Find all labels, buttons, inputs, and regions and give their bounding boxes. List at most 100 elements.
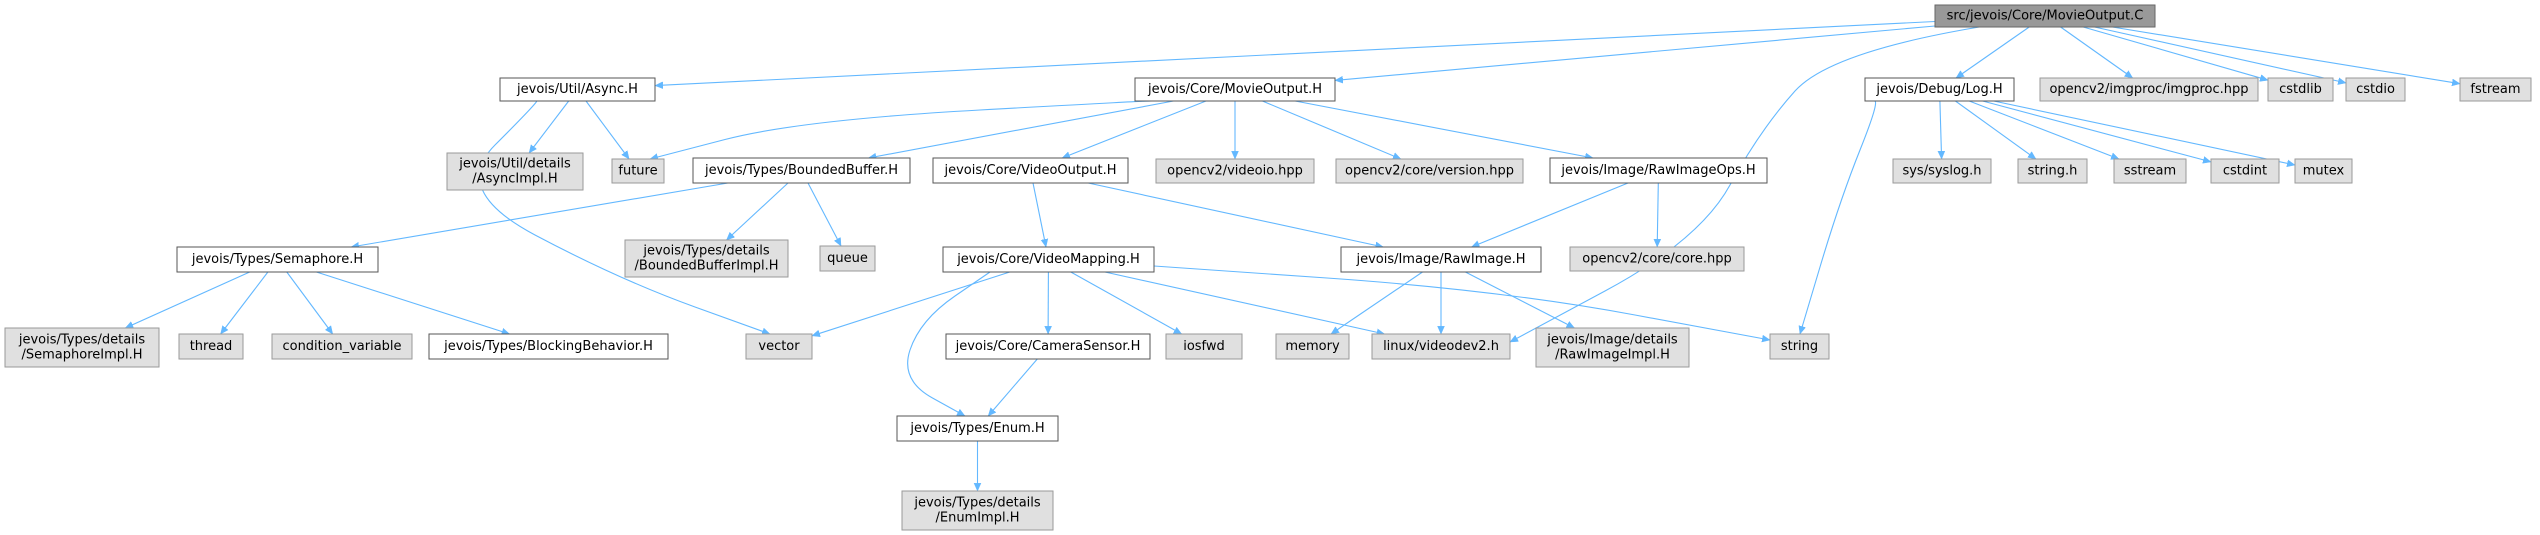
node-label: memory xyxy=(1285,339,1340,354)
edge-util-async-h-to-future xyxy=(585,100,630,159)
node-core-movieoutput-h[interactable]: jevois/Core/MovieOutput.H xyxy=(1134,77,1336,102)
node-box xyxy=(2267,77,2334,102)
edge-semaphore-h-to-blockingbehavior-h xyxy=(316,271,509,334)
node-opencv-videoio: opencv2/videoio.hpp xyxy=(1155,158,1315,184)
edge-camerasensor-h-to-enum-h xyxy=(987,358,1038,416)
node-label: jevois/Core/VideoOutput.H xyxy=(944,163,1117,178)
node-string: string xyxy=(1769,333,1830,360)
node-rawimageops-h[interactable]: jevois/Image/RawImageOps.H xyxy=(1549,157,1768,184)
node-box xyxy=(2039,77,2259,102)
node-linux-videodev2: linux/videodev2.h xyxy=(1371,333,1511,360)
node-label: jevois/Util/details xyxy=(458,157,571,172)
node-box xyxy=(611,158,665,184)
node-label: jevois/Types/Enum.H xyxy=(909,421,1044,436)
node-cstdlib: cstdlib xyxy=(2267,77,2334,102)
edge-debug-log-h-to-sstream xyxy=(1969,100,2119,159)
node-label: jevois/Core/VideoMapping.H xyxy=(956,252,1140,267)
edge-videomapping-h-to-string xyxy=(1153,265,1770,340)
node-box xyxy=(1335,158,1524,184)
node-label: string.h xyxy=(2028,164,2078,179)
node-box xyxy=(2210,158,2280,184)
node-label: condition_variable xyxy=(282,339,401,354)
node-string-h: string.h xyxy=(2017,158,2088,184)
node-box xyxy=(745,333,813,360)
edge-boundedbuffer-h-to-queue xyxy=(807,182,842,246)
node-boundedbuffer-h[interactable]: jevois/Types/BoundedBuffer.H xyxy=(692,157,911,184)
node-asyncimpl-h: jevois/Util/details/AsyncImpl.H xyxy=(446,152,584,191)
node-box xyxy=(1340,246,1542,273)
node-queue: queue xyxy=(819,245,876,272)
node-label: /RawImageImpl.H xyxy=(1555,348,1670,363)
node-opencv-imgproc: opencv2/imgproc/imgproc.hpp xyxy=(2039,77,2259,102)
edge-semaphore-h-to-semaphoreimpl-h xyxy=(125,271,250,329)
edge-movieoutput-c-to-core-movieoutput-h xyxy=(1335,25,1936,80)
node-box xyxy=(2345,77,2406,102)
node-rawimage-h[interactable]: jevois/Image/RawImage.H xyxy=(1340,246,1542,273)
node-box xyxy=(271,333,413,360)
node-movieoutput-c[interactable]: src/jevois/Core/MovieOutput.C xyxy=(1934,4,2156,28)
node-label: src/jevois/Core/MovieOutput.C xyxy=(1947,9,2144,24)
node-label: jevois/Image/details xyxy=(1546,333,1678,348)
node-box xyxy=(896,415,1059,442)
node-box xyxy=(1134,77,1336,102)
node-label: sys/syslog.h xyxy=(1902,164,1981,179)
node-box xyxy=(1549,157,1768,184)
edge-core-movieoutput-h-to-opencv-version xyxy=(1262,100,1401,160)
node-label: fstream xyxy=(2470,82,2520,97)
node-box xyxy=(2017,158,2088,184)
node-opencv-version: opencv2/core/version.hpp xyxy=(1335,158,1524,184)
node-label: opencv2/core/version.hpp xyxy=(1345,164,1514,179)
node-box xyxy=(1275,333,1350,360)
node-box xyxy=(1892,158,1992,184)
edge-debug-log-h-to-string xyxy=(1800,100,1877,334)
node-label: mutex xyxy=(2303,164,2345,179)
node-box xyxy=(428,333,669,360)
edge-videomapping-h-to-enum-h xyxy=(907,271,991,417)
node-label: sstream xyxy=(2124,164,2176,179)
node-box xyxy=(624,239,789,278)
node-videooutput-h[interactable]: jevois/Core/VideoOutput.H xyxy=(932,157,1129,184)
node-box xyxy=(945,333,1151,360)
node-label: jevois/Util/Async.H xyxy=(516,82,638,97)
node-blockingbehavior-h[interactable]: jevois/Types/BlockingBehavior.H xyxy=(428,333,669,360)
node-label: jevois/Debug/Log.H xyxy=(1875,82,2002,97)
edge-rawimageops-h-to-opencv-core xyxy=(1657,182,1658,247)
node-label: iosfwd xyxy=(1183,339,1225,354)
node-label: linux/videodev2.h xyxy=(1383,339,1499,354)
node-label: thread xyxy=(190,339,233,354)
edge-rawimage-h-to-memory xyxy=(1331,271,1423,335)
node-box xyxy=(901,490,1054,531)
edge-core-movieoutput-h-to-boundedbuffer-h xyxy=(868,100,1174,158)
node-camerasensor-h[interactable]: jevois/Core/CameraSensor.H xyxy=(945,333,1151,360)
edge-movieoutput-c-to-linux-videodev2 xyxy=(1510,26,1980,343)
node-label: jevois/Types/details xyxy=(913,496,1041,511)
edge-videooutput-h-to-rawimage-h xyxy=(1088,182,1383,247)
node-label: opencv2/imgproc/imgproc.hpp xyxy=(2049,82,2248,97)
node-label: jevois/Core/CameraSensor.H xyxy=(955,339,1141,354)
node-debug-log-h[interactable]: jevois/Debug/Log.H xyxy=(1864,77,2015,102)
node-label: jevois/Image/RawImageOps.H xyxy=(1560,163,1755,178)
node-mutex: mutex xyxy=(2294,158,2353,184)
node-enumimpl-h: jevois/Types/details/EnumImpl.H xyxy=(901,490,1054,531)
node-util-async-h[interactable]: jevois/Util/Async.H xyxy=(499,77,656,102)
node-semaphore-h[interactable]: jevois/Types/Semaphore.H xyxy=(176,246,379,273)
edge-boundedbuffer-h-to-semaphore-h xyxy=(351,182,728,247)
node-label: cstdio xyxy=(2356,82,2395,97)
node-label: future xyxy=(618,164,657,179)
edge-movieoutput-c-to-util-async-h xyxy=(655,20,1936,86)
node-label: jevois/Types/details xyxy=(18,333,146,348)
node-condition-variable: condition_variable xyxy=(271,333,413,360)
node-enum-h[interactable]: jevois/Types/Enum.H xyxy=(896,415,1059,442)
node-semaphoreimpl-h: jevois/Types/details/SemaphoreImpl.H xyxy=(4,327,160,368)
node-box xyxy=(176,246,379,273)
node-thread: thread xyxy=(178,333,244,360)
node-label: /BoundedBufferImpl.H xyxy=(635,259,779,274)
edge-rawimageops-h-to-rawimage-h xyxy=(1472,182,1629,248)
node-videomapping-h[interactable]: jevois/Core/VideoMapping.H xyxy=(942,246,1155,273)
node-label: jevois/Core/MovieOutput.H xyxy=(1147,82,1322,97)
edge-videomapping-h-to-linux-videodev2 xyxy=(1104,271,1385,334)
node-label: /SemaphoreImpl.H xyxy=(21,348,142,363)
node-syslog-h: sys/syslog.h xyxy=(1892,158,1992,184)
edge-core-movieoutput-h-to-videooutput-h xyxy=(1062,100,1207,158)
